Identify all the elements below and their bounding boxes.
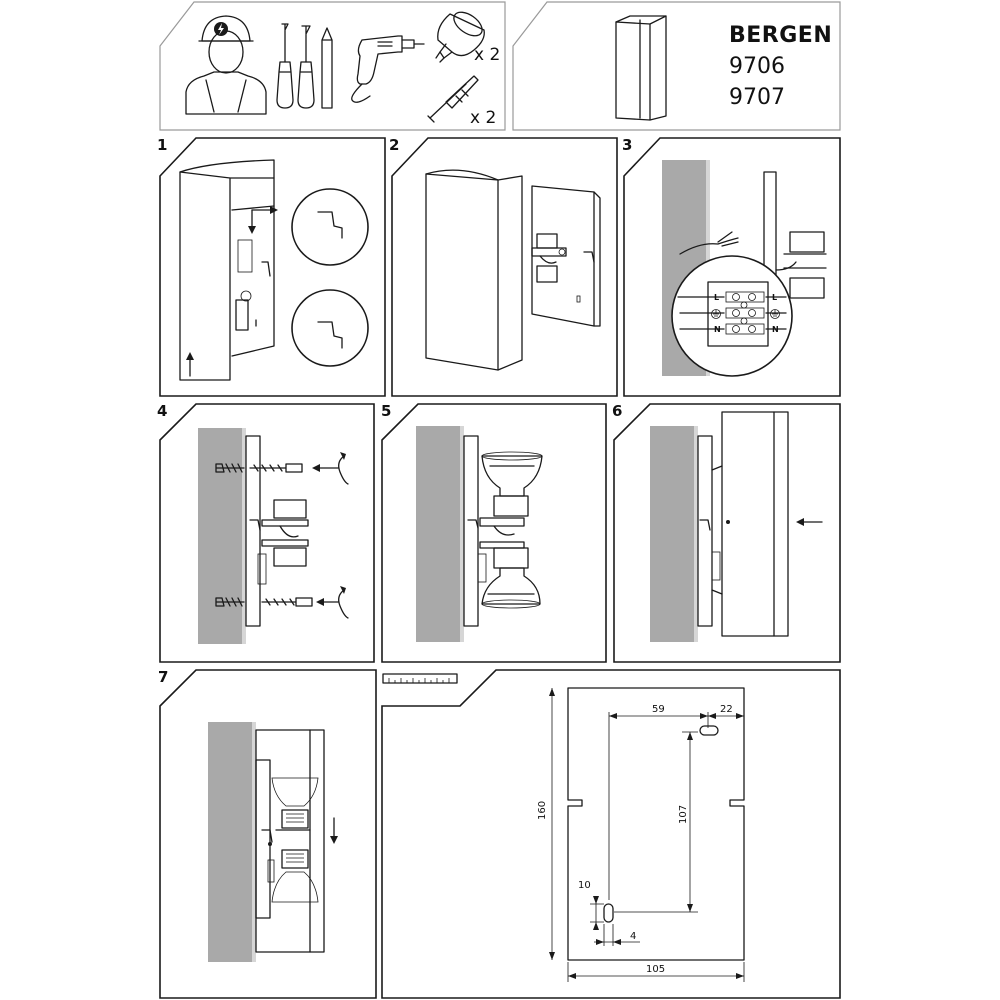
terminal-label-neutral: N [772,325,779,334]
screwdriver-icon [276,23,294,109]
terminal-label-live: L [714,293,719,302]
step-4-panel: 4 [157,402,375,663]
step-2-panel: 2 [389,136,618,397]
product-name: BERGEN [729,23,832,48]
wall-plug-icon [427,75,479,123]
dim-height: 160 [537,801,548,820]
tools-panel: x 2 x 2 [159,1,506,131]
lamp-product-icon [615,15,667,121]
step-number: 2 [389,136,399,154]
gu10-bulb-icon [481,451,543,517]
step-number: 5 [381,402,391,420]
step-number: 4 [157,402,167,420]
earth-symbol-icon [770,309,780,319]
gu10-bulb-icon [435,11,485,63]
gu10-bulb-icon [481,547,541,609]
dim-width: 105 [646,964,665,975]
product-code: 9706 [729,54,785,79]
product-code: 9707 [729,85,785,110]
terminal-label-neutral: N [714,325,721,334]
ruler-icon [382,673,458,684]
dim-slot-height: 10 [578,880,591,891]
pencil-icon [321,27,333,109]
step-number: 7 [158,668,168,686]
electrician-icon [185,15,267,115]
dim-edge-offset: 22 [720,704,733,715]
dim-slot-width: 4 [630,931,636,942]
earth-symbol-icon [711,309,721,319]
drill-icon [351,35,425,103]
step-number: 3 [622,136,632,154]
step-number: 6 [612,402,622,420]
step-1-panel: 1 [157,136,386,397]
bulb-quantity: x 2 [474,45,500,65]
dim-hole-spacing: 107 [678,805,689,824]
drilling-template-panel: 160 105 59 22 107 10 4 [381,669,841,999]
step-number: 1 [157,136,167,154]
product-panel: BERGEN 9706 9707 [512,1,841,131]
plug-quantity: x 2 [470,108,496,128]
step-5-panel: 5 [381,402,607,663]
terminal-label-live: L [772,293,777,302]
step-3-panel: 3 L N L N [622,136,841,397]
dim-horizontal-offset: 59 [652,704,665,715]
terminal-block [725,291,765,335]
screwdriver-icon [297,25,315,109]
step-6-panel: 6 [612,402,841,663]
step-7-panel: 7 [158,668,377,999]
